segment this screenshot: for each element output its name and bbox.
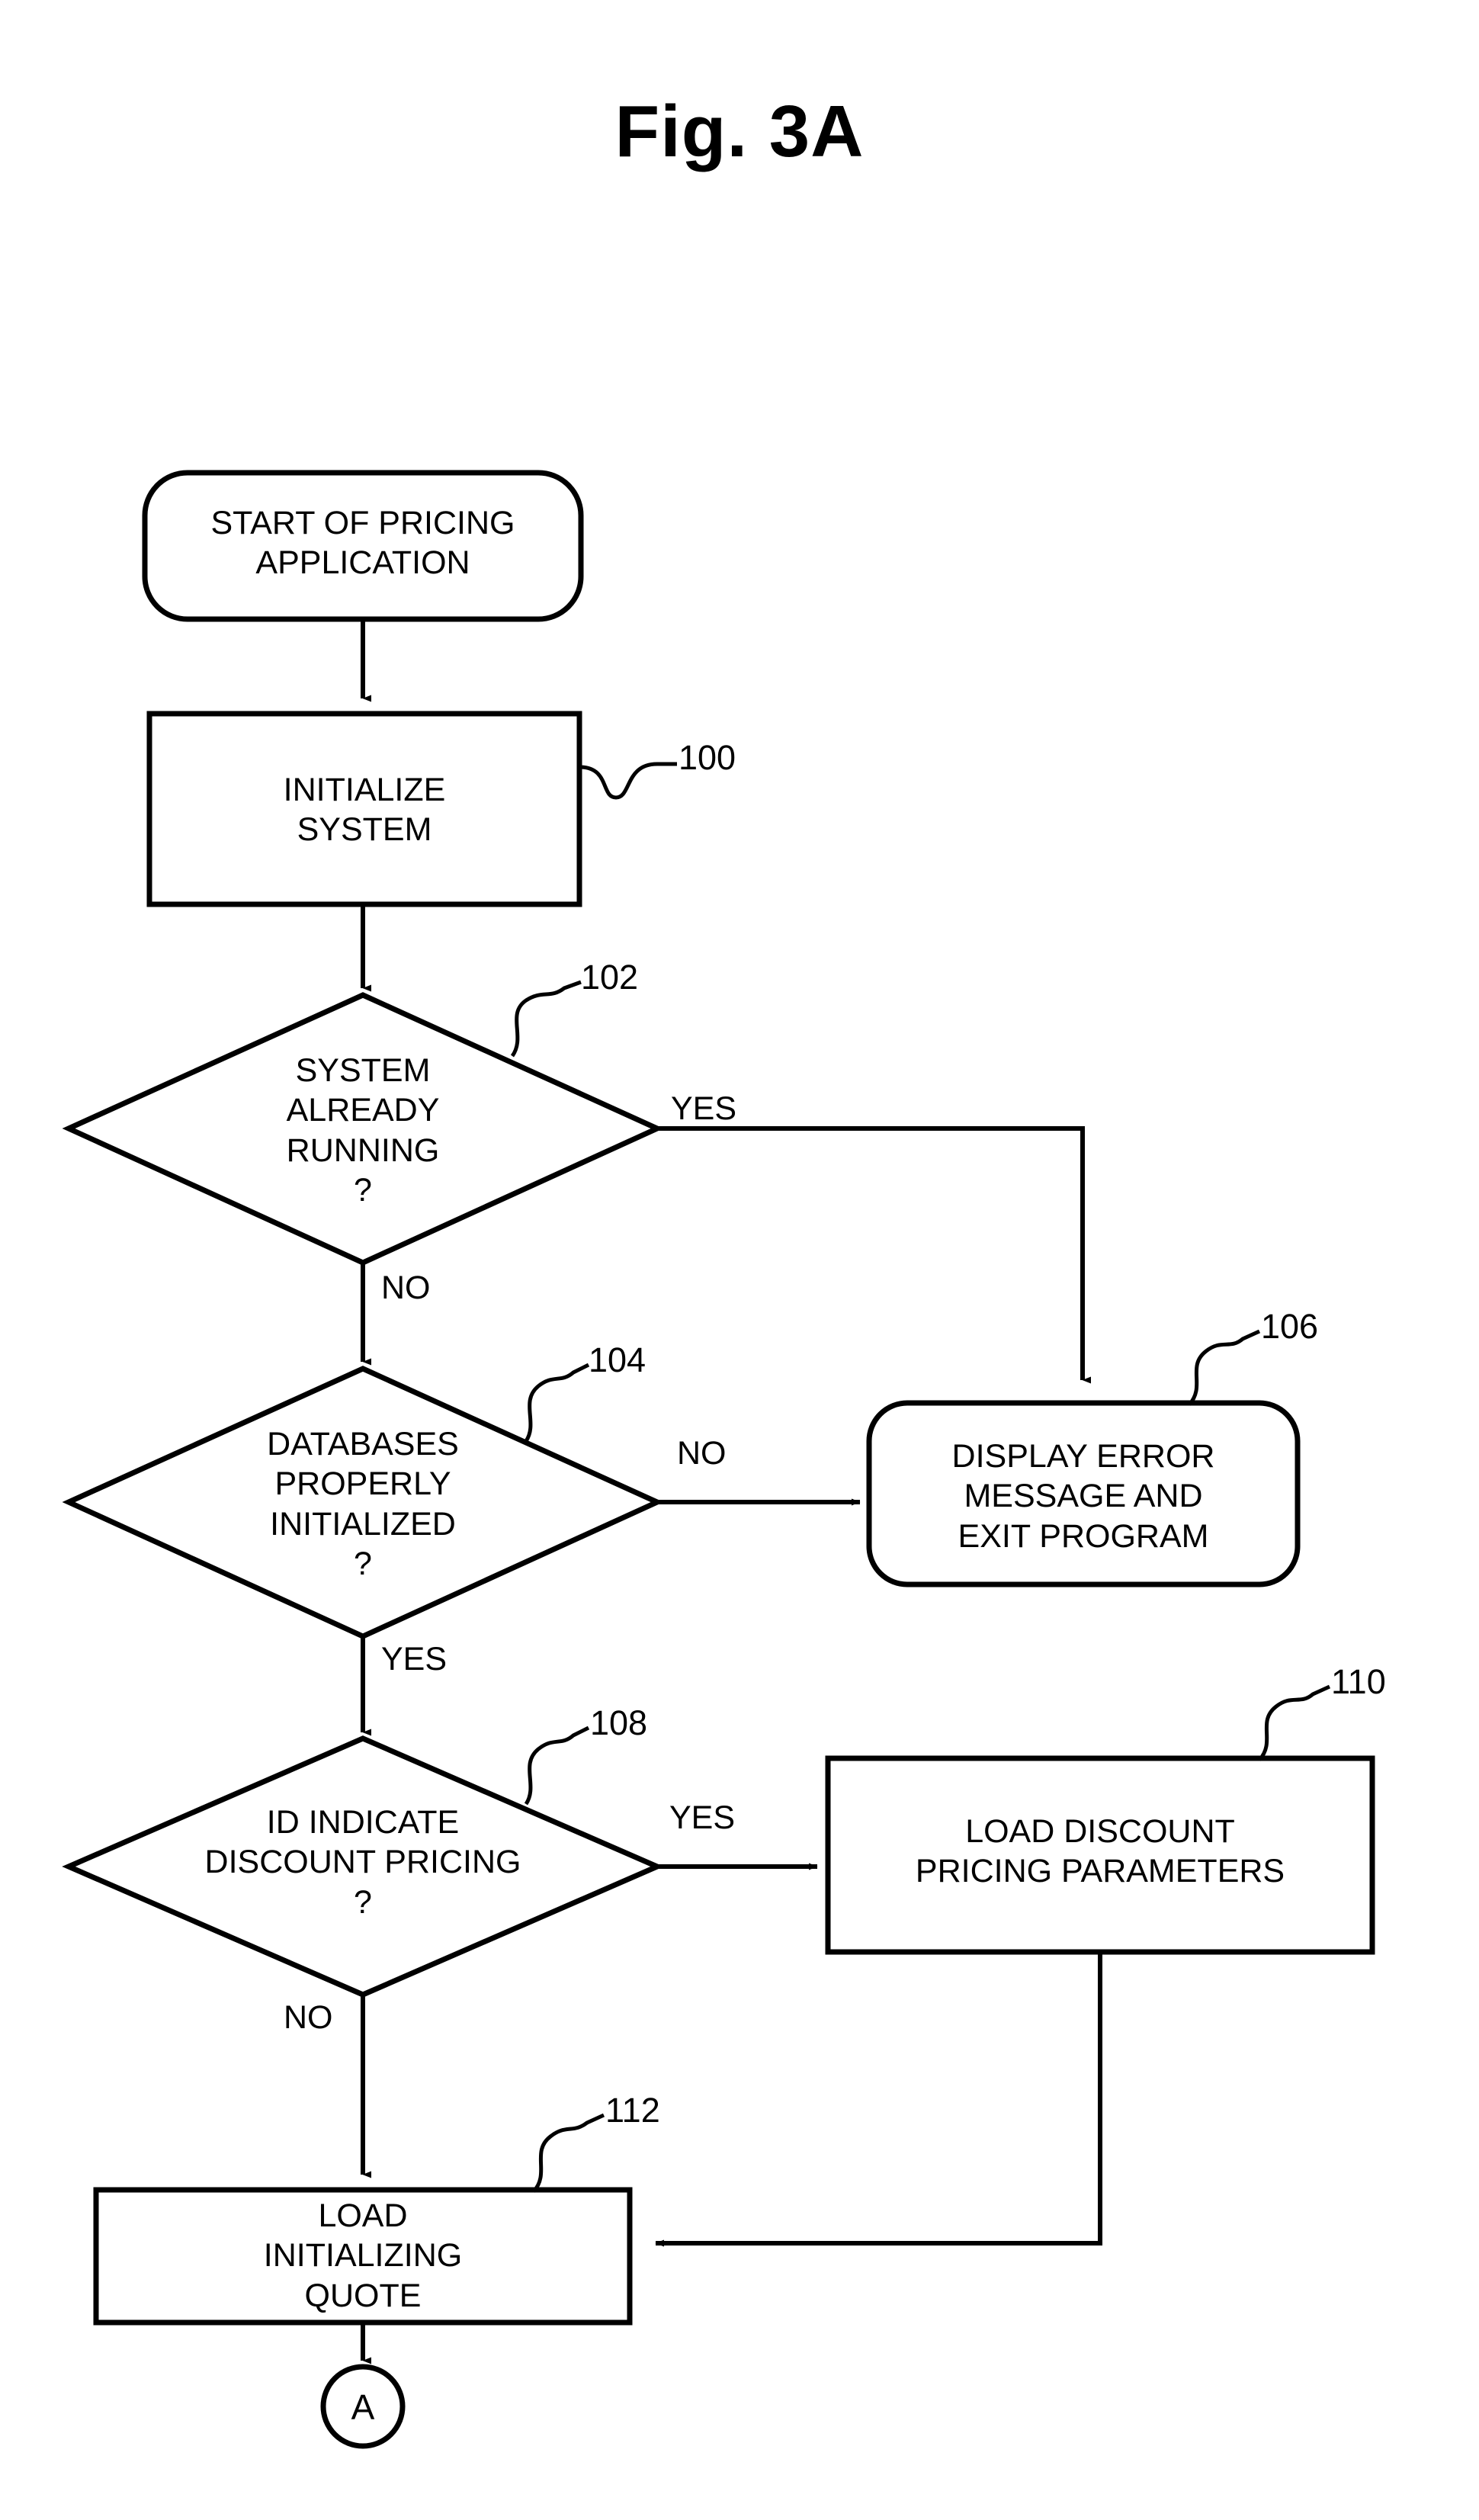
leader-106: [1188, 1329, 1261, 1406]
leader-104: [524, 1363, 590, 1443]
node-102-system-already-running[interactable]: [69, 995, 657, 1263]
leader-108: [524, 1725, 590, 1806]
edge-label-102-no: NO: [381, 1270, 431, 1306]
node-104-databases-properly-initialized[interactable]: [69, 1369, 657, 1636]
ref-label-104: 104: [589, 1340, 646, 1379]
edge-102-yes: [657, 1126, 1091, 1384]
node-connector-a[interactable]: [323, 2367, 403, 2446]
leader-110: [1258, 1684, 1331, 1761]
ref-label-100: 100: [679, 738, 736, 777]
node-shape-106: [866, 1400, 1301, 1587]
ref-label-112: 112: [605, 2091, 660, 2130]
edge-110-to-112: [655, 1952, 1102, 2247]
edge-label-108-yes: YES: [669, 1799, 736, 1836]
figure-title: Fig. 3A: [614, 91, 865, 172]
leader-112: [532, 2113, 605, 2193]
leader-102: [510, 980, 582, 1058]
node-shape-connector-a: [320, 2364, 406, 2449]
node-106-display-error[interactable]: [869, 1403, 1298, 1584]
node-label-connector-a: A: [351, 2387, 375, 2427]
ref-label-106: 106: [1261, 1307, 1319, 1346]
node-112-load-initializing-quote[interactable]: [96, 2190, 630, 2323]
edge-label-104-no: NO: [677, 1435, 727, 1472]
node-100-initialize-system[interactable]: [149, 714, 579, 904]
edge-label-104-yes: YES: [381, 1641, 448, 1677]
node-108-id-indicate-discount-pricing[interactable]: [69, 1738, 657, 1995]
leader-100: [579, 762, 677, 800]
node-110-load-discount-pricing-parameters[interactable]: [828, 1758, 1372, 1952]
ref-label-102: 102: [581, 958, 639, 997]
ref-label-108: 108: [590, 1703, 648, 1742]
node-start[interactable]: [145, 473, 581, 619]
edge-label-108-no: NO: [284, 1999, 333, 2036]
edge-label-102-yes: YES: [671, 1090, 737, 1127]
ref-label-110: 110: [1331, 1662, 1386, 1701]
